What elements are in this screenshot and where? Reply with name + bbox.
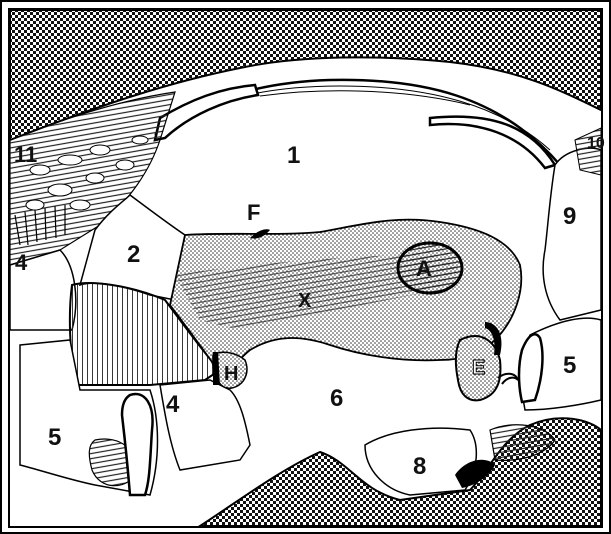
label-9: 9 — [563, 203, 576, 230]
label-8: 8 — [413, 453, 426, 480]
label-4-middle: 4 — [166, 391, 180, 418]
label-a: A — [416, 256, 432, 281]
label-h: H — [224, 363, 238, 385]
label-4-left: 4 — [15, 250, 28, 275]
label-2: 2 — [127, 241, 140, 268]
label-6: 6 — [330, 385, 343, 412]
label-x: X — [298, 290, 312, 312]
label-5-left: 5 — [48, 424, 61, 451]
label-f: F — [247, 200, 260, 225]
label-5-right: 5 — [563, 352, 576, 379]
label-1: 1 — [287, 142, 300, 169]
label-e: E — [472, 357, 485, 379]
label-10: 10 — [587, 135, 605, 152]
label-11: 11 — [14, 142, 37, 167]
